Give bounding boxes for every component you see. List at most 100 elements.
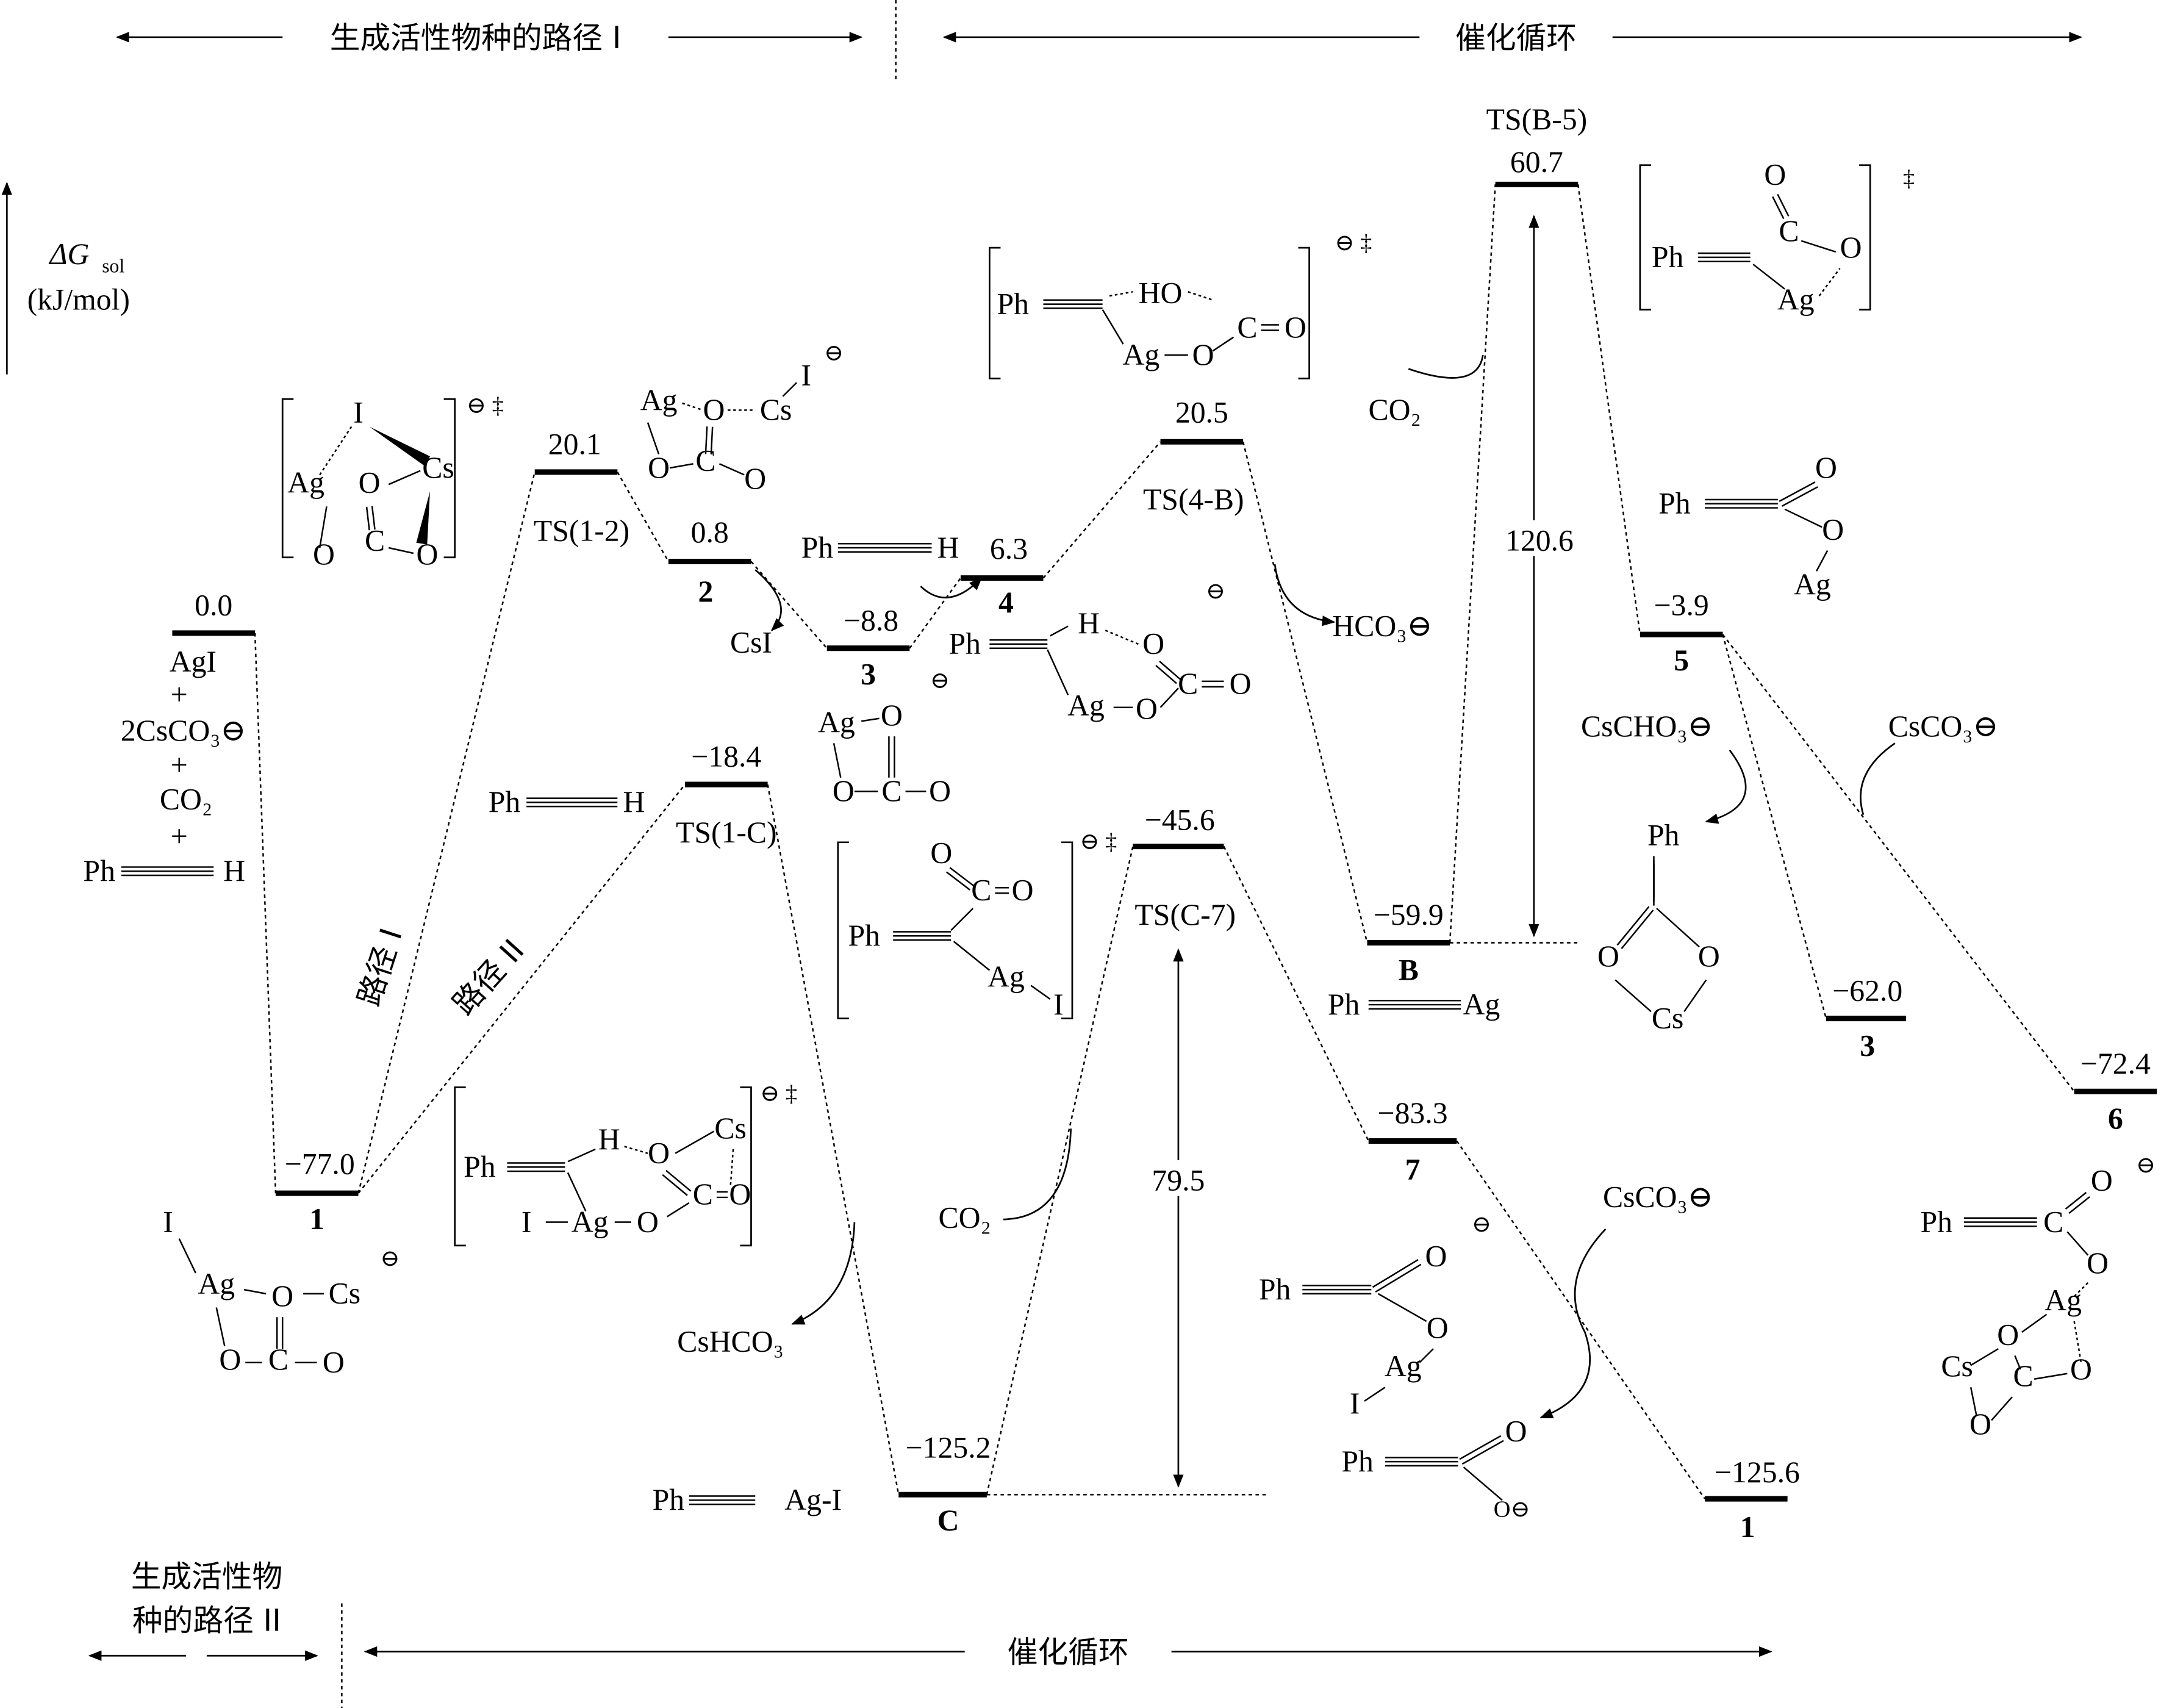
atom-label: Cs bbox=[714, 1111, 746, 1145]
right-bracket bbox=[1061, 841, 1073, 1019]
bond bbox=[388, 470, 421, 486]
bond bbox=[1656, 908, 1700, 948]
curved-arrow bbox=[1705, 749, 1747, 824]
bond bbox=[178, 1238, 196, 1274]
atom-label: Ag bbox=[1777, 283, 1815, 317]
double-bond bbox=[371, 506, 376, 530]
atom-label: C bbox=[971, 874, 991, 907]
atom-label: C bbox=[1779, 214, 1799, 248]
bond bbox=[1030, 985, 1051, 1000]
bond bbox=[833, 743, 842, 778]
bond bbox=[1463, 1466, 1503, 1501]
left-bracket bbox=[837, 841, 849, 1019]
atom-label: O bbox=[1142, 627, 1164, 661]
atom-label: I bbox=[163, 1205, 173, 1238]
bond bbox=[1047, 649, 1069, 695]
phenylacetylide-ph: Ph bbox=[1328, 988, 1360, 1021]
atom-label: Ag bbox=[572, 1205, 609, 1238]
atom-label: O bbox=[1505, 1414, 1527, 1448]
atom-label: Ag bbox=[2045, 1283, 2082, 1317]
atom-label: O⊖ bbox=[1494, 1496, 1530, 1522]
header-top: 生成活性物种的路径 I 催化循环 bbox=[115, 0, 2083, 80]
bond bbox=[666, 1202, 690, 1218]
atom-label: Ph bbox=[1647, 818, 1680, 852]
atom-label: ⊖ bbox=[824, 340, 844, 366]
dashed-bond bbox=[729, 1149, 734, 1186]
bond bbox=[1377, 1293, 1427, 1322]
level-label: TS(4-B) bbox=[1143, 483, 1244, 516]
bond bbox=[1050, 625, 1069, 637]
atom-label: C bbox=[2013, 1359, 2033, 1393]
atom-label: I bbox=[1053, 988, 1064, 1021]
atom-label: Ag bbox=[987, 960, 1025, 994]
atom-label: O bbox=[1136, 692, 1158, 725]
atom-label: O bbox=[1425, 1240, 1447, 1273]
atom-label: Cs bbox=[1652, 1001, 1683, 1035]
atom-label: ⊖ bbox=[1472, 1211, 1491, 1237]
bond bbox=[388, 547, 414, 554]
dashed-bond bbox=[682, 402, 703, 411]
bond bbox=[567, 1148, 596, 1163]
level-label: 1 bbox=[1740, 1510, 1755, 1544]
energy-level: −3.95 bbox=[1640, 589, 1723, 677]
cschco3: CsCHO₃⊖ bbox=[1581, 709, 1713, 743]
atom-label: Ag bbox=[287, 466, 324, 500]
energy-level: 20.1TS(1-2) bbox=[534, 428, 629, 548]
atom-label: O bbox=[1840, 231, 1862, 264]
atom-label: O bbox=[1764, 157, 1786, 191]
double-bond bbox=[946, 871, 971, 891]
level-energy: −59.9 bbox=[1374, 898, 1444, 931]
curved-arrow bbox=[1539, 1228, 1607, 1419]
y-axis-subscript: sol bbox=[102, 256, 124, 277]
energy-level: 60.7TS(B-5) bbox=[1486, 102, 1588, 187]
atom-label: O bbox=[219, 1343, 241, 1376]
atom-label: Ph bbox=[1920, 1205, 1952, 1238]
energy-level: −125.61 bbox=[1705, 1455, 1800, 1544]
atom-label: ⊖ ‡ bbox=[467, 393, 504, 418]
connector bbox=[254, 184, 2075, 1499]
atom-label: Ph bbox=[848, 919, 881, 952]
atom-label: ⊖ bbox=[930, 668, 950, 694]
wedge-bond bbox=[416, 491, 430, 545]
level-energy: −83.3 bbox=[1378, 1096, 1448, 1130]
double-bond bbox=[2068, 1196, 2090, 1214]
level-energy: 20.1 bbox=[548, 428, 601, 461]
level-energy: 6.3 bbox=[990, 532, 1028, 565]
atom-label: O bbox=[881, 698, 903, 732]
atom-label: O bbox=[2091, 1164, 2113, 1197]
energy-level: −18.4TS(1-C) bbox=[676, 740, 777, 849]
csco3-bottom: CsCO₃⊖ bbox=[1603, 1180, 1713, 1214]
atom-label: O bbox=[1822, 512, 1844, 546]
atom-label: Cs bbox=[329, 1277, 360, 1310]
route-1-label: 路径 I bbox=[351, 924, 409, 1010]
level-label: 3 bbox=[861, 657, 876, 691]
atom-label: C bbox=[268, 1343, 288, 1376]
bond bbox=[953, 941, 991, 971]
energy-level: −83.37 bbox=[1368, 1096, 1457, 1186]
left-bracket bbox=[989, 246, 1001, 379]
curved-arrow bbox=[754, 569, 784, 631]
bond bbox=[1801, 240, 1837, 253]
energy-level: −125.2C bbox=[898, 1430, 991, 1537]
co2-top: CO₂ bbox=[1369, 393, 1421, 426]
atom-label: I bbox=[1350, 1387, 1360, 1420]
atom-label: O bbox=[833, 774, 855, 808]
double-bond bbox=[1155, 664, 1177, 684]
y-axis-unit: (kJ/mol) bbox=[27, 283, 130, 317]
atom-label: O bbox=[2087, 1246, 2109, 1280]
atom-label: O bbox=[930, 836, 952, 870]
atom-label: Ph bbox=[948, 627, 981, 661]
level-label: TS(B-5) bbox=[1486, 102, 1588, 136]
atom-label: ⊖ bbox=[2136, 1152, 2156, 1178]
atom-label: ⊖ ‡ bbox=[1080, 829, 1117, 855]
bond bbox=[2014, 1355, 2021, 1370]
level-energy: −125.2 bbox=[906, 1430, 991, 1464]
left-bracket bbox=[281, 398, 294, 559]
phagi-agi: Ag-I bbox=[784, 1483, 842, 1516]
csi: CsI bbox=[730, 625, 772, 659]
bond bbox=[215, 1307, 226, 1346]
